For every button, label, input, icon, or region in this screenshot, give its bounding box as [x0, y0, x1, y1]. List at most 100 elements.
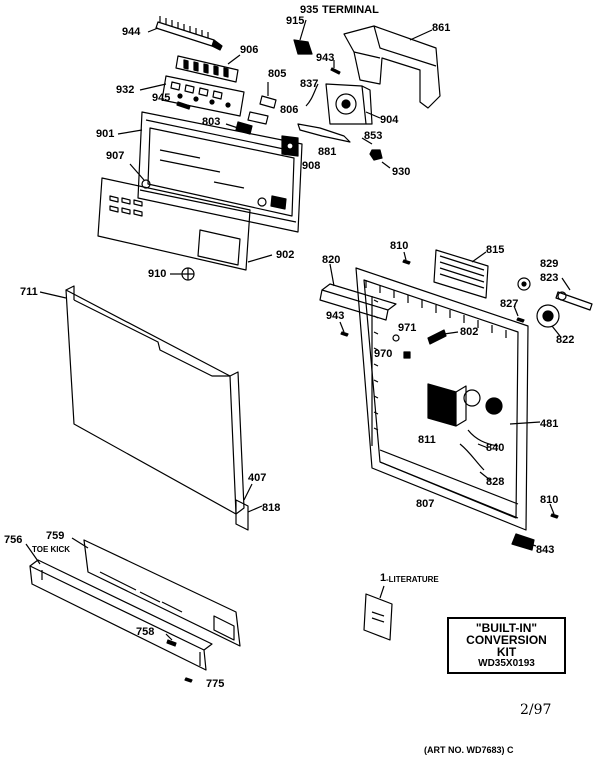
kit-line-3: KIT [496, 645, 517, 659]
label-945: 945 [152, 92, 171, 104]
label-407: 407 [248, 472, 267, 484]
part-756-toe-kick-outer [29, 559, 213, 671]
part-932-circuit-board [161, 75, 245, 117]
leader-904 [365, 111, 381, 119]
label-932: 932 [116, 84, 135, 96]
label-837: 837 [300, 78, 319, 90]
leader-932 [139, 83, 167, 91]
label-terminal: TERMINAL [322, 4, 379, 16]
part-806 [247, 111, 269, 125]
label-910: 910 [148, 268, 167, 280]
label-807: 807 [416, 498, 435, 510]
leader-822 [551, 325, 561, 337]
part-810-screw-top [402, 259, 411, 265]
label-943a: 943 [316, 52, 335, 64]
part-906-button-strip [175, 55, 239, 83]
part-930 [369, 149, 383, 161]
leader-815 [471, 251, 487, 263]
leader-901 [117, 129, 143, 135]
part-943-screw [330, 67, 341, 75]
part-829-knob [517, 277, 531, 291]
label-823: 823 [540, 272, 559, 284]
leader-711 [39, 291, 67, 299]
kit-line-1: "BUILT-IN" [475, 621, 538, 635]
part-823-latch-handle [555, 291, 593, 311]
part-815-vent [433, 249, 489, 299]
label-908: 908 [302, 160, 321, 172]
leader-758 [165, 633, 173, 641]
part-758-screw [166, 639, 177, 647]
label-literature: -LITERATURE [386, 575, 439, 584]
label-853: 853 [364, 130, 383, 142]
label-818: 818 [262, 502, 281, 514]
leader-407 [243, 483, 253, 501]
part-759-toe-kick-inner [83, 539, 241, 647]
part-843-hinge [511, 533, 535, 551]
label-828: 828 [486, 476, 505, 488]
label-829: 829 [540, 258, 559, 270]
label-756: 756 [4, 534, 23, 546]
label-805: 805 [268, 68, 287, 80]
label-803: 803 [202, 116, 221, 128]
part-915-terminal [293, 39, 313, 55]
label-901: 901 [96, 128, 115, 140]
label-930: 930 [392, 166, 411, 178]
art-number: (ART NO. WD7683) C [424, 745, 514, 755]
label-810b: 810 [540, 494, 559, 506]
leader-481 [509, 421, 541, 425]
part-943-screw-lower [340, 331, 349, 337]
part-820-vent-rail [319, 283, 397, 321]
leader-843 [529, 543, 537, 547]
label-861: 861 [432, 22, 451, 34]
label-759: 759 [46, 530, 65, 542]
label-toe-kick: TOE KICK [32, 545, 71, 554]
label-915: 915 [286, 15, 305, 27]
label-907: 907 [106, 150, 125, 162]
label-810a: 810 [390, 240, 409, 252]
label-840: 840 [486, 442, 505, 454]
label-906: 906 [240, 44, 259, 56]
part-837-wire [305, 83, 319, 107]
part-945-screw [176, 101, 191, 110]
leader-861 [409, 29, 433, 41]
leader-828 [479, 471, 491, 481]
leader-827 [513, 305, 519, 317]
label-943b: 943 [326, 310, 345, 322]
leader-840 [477, 443, 489, 449]
label-970: 970 [374, 348, 393, 360]
leader-820 [329, 263, 335, 287]
label-822: 822 [556, 334, 575, 346]
part-861-housing [343, 25, 441, 109]
leader-810-lower [549, 503, 555, 515]
label-481: 481 [540, 418, 559, 430]
part-1-literature-book [363, 593, 393, 641]
label-775: 775 [206, 678, 225, 690]
leader-943-lower [339, 321, 345, 333]
label-827: 827 [500, 298, 519, 310]
part-910-plug [181, 267, 195, 281]
part-810-screw-lower [550, 513, 559, 519]
part-811-detergent-module [427, 383, 503, 427]
label-904: 904 [380, 114, 399, 126]
part-902-lower-panel [97, 177, 251, 271]
part-inner-door [355, 267, 529, 531]
label-935: 935 [300, 4, 319, 16]
label-815: 815 [486, 244, 505, 256]
part-944-strip [155, 16, 223, 51]
part-822-gear [536, 304, 560, 328]
part-840-wire [459, 429, 499, 471]
label-758: 758 [136, 626, 155, 638]
part-971 [392, 334, 400, 342]
part-904-timer [325, 83, 373, 125]
kit-line-2: CONVERSION [466, 633, 547, 647]
part-881-bracket [297, 123, 351, 143]
part-711-outer-door-panel [65, 285, 249, 531]
label-902: 902 [276, 249, 295, 261]
leader-1 [379, 585, 385, 599]
label-843: 843 [536, 544, 555, 556]
conversion-kit-box: "BUILT-IN" CONVERSION KIT WD35X0193 [447, 617, 566, 674]
leader-802 [443, 331, 459, 335]
leader-818 [247, 505, 263, 513]
leader-907 [129, 163, 145, 181]
